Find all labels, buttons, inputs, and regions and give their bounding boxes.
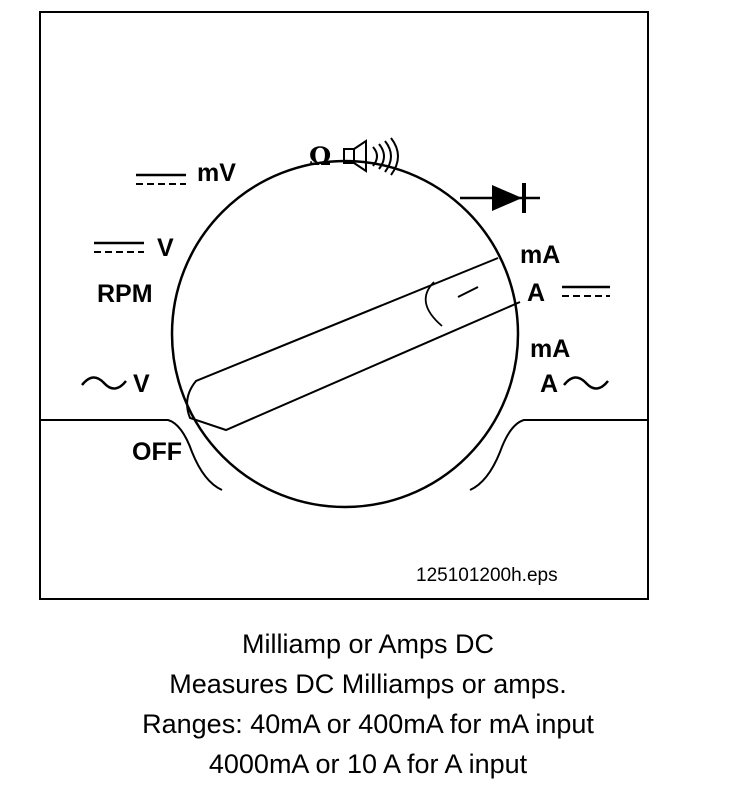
- diode-icon: [460, 183, 540, 213]
- label-v-ac: V: [133, 370, 150, 398]
- label-ma-ac: mA: [530, 335, 571, 363]
- label-ma-dc: mA: [520, 241, 561, 269]
- label-rpm: RPM: [97, 280, 153, 308]
- label-off: OFF: [132, 438, 182, 466]
- caption: Milliamp or Amps DC Measures DC Milliamp…: [0, 624, 736, 784]
- ac-symbol-icon: [563, 376, 609, 390]
- ac-symbol-icon: [81, 376, 127, 390]
- speaker-icon: [343, 137, 399, 176]
- rotary-dial[interactable]: [170, 159, 520, 509]
- caption-line: Measures DC Milliamps or amps.: [169, 669, 567, 699]
- diagram-frame: [39, 11, 649, 600]
- caption-line: Milliamp or Amps DC: [241, 629, 495, 659]
- multimeter-dial-diagram: [39, 11, 649, 600]
- label-mv: mV: [197, 159, 236, 187]
- knob-marker-dash: [457, 286, 479, 298]
- housing-contour: [40, 419, 648, 491]
- knob-arc: [424, 281, 443, 327]
- ohm-symbol: Ω: [309, 142, 332, 171]
- label-a-dc: A: [527, 279, 546, 307]
- dc-symbol-icon: [562, 285, 610, 297]
- label-v-dc: V: [157, 234, 174, 262]
- label-a-ac: A: [540, 370, 559, 398]
- dc-symbol-icon: [94, 241, 144, 253]
- figure-filename: 125101200h.eps: [416, 565, 558, 586]
- dc-symbol-icon: [136, 173, 186, 185]
- caption-line: Ranges: 40mA or 400mA for mA input: [142, 709, 594, 739]
- knob-pointer[interactable]: [186, 257, 521, 432]
- caption-line: 4000mA or 10 A for A input: [208, 749, 528, 779]
